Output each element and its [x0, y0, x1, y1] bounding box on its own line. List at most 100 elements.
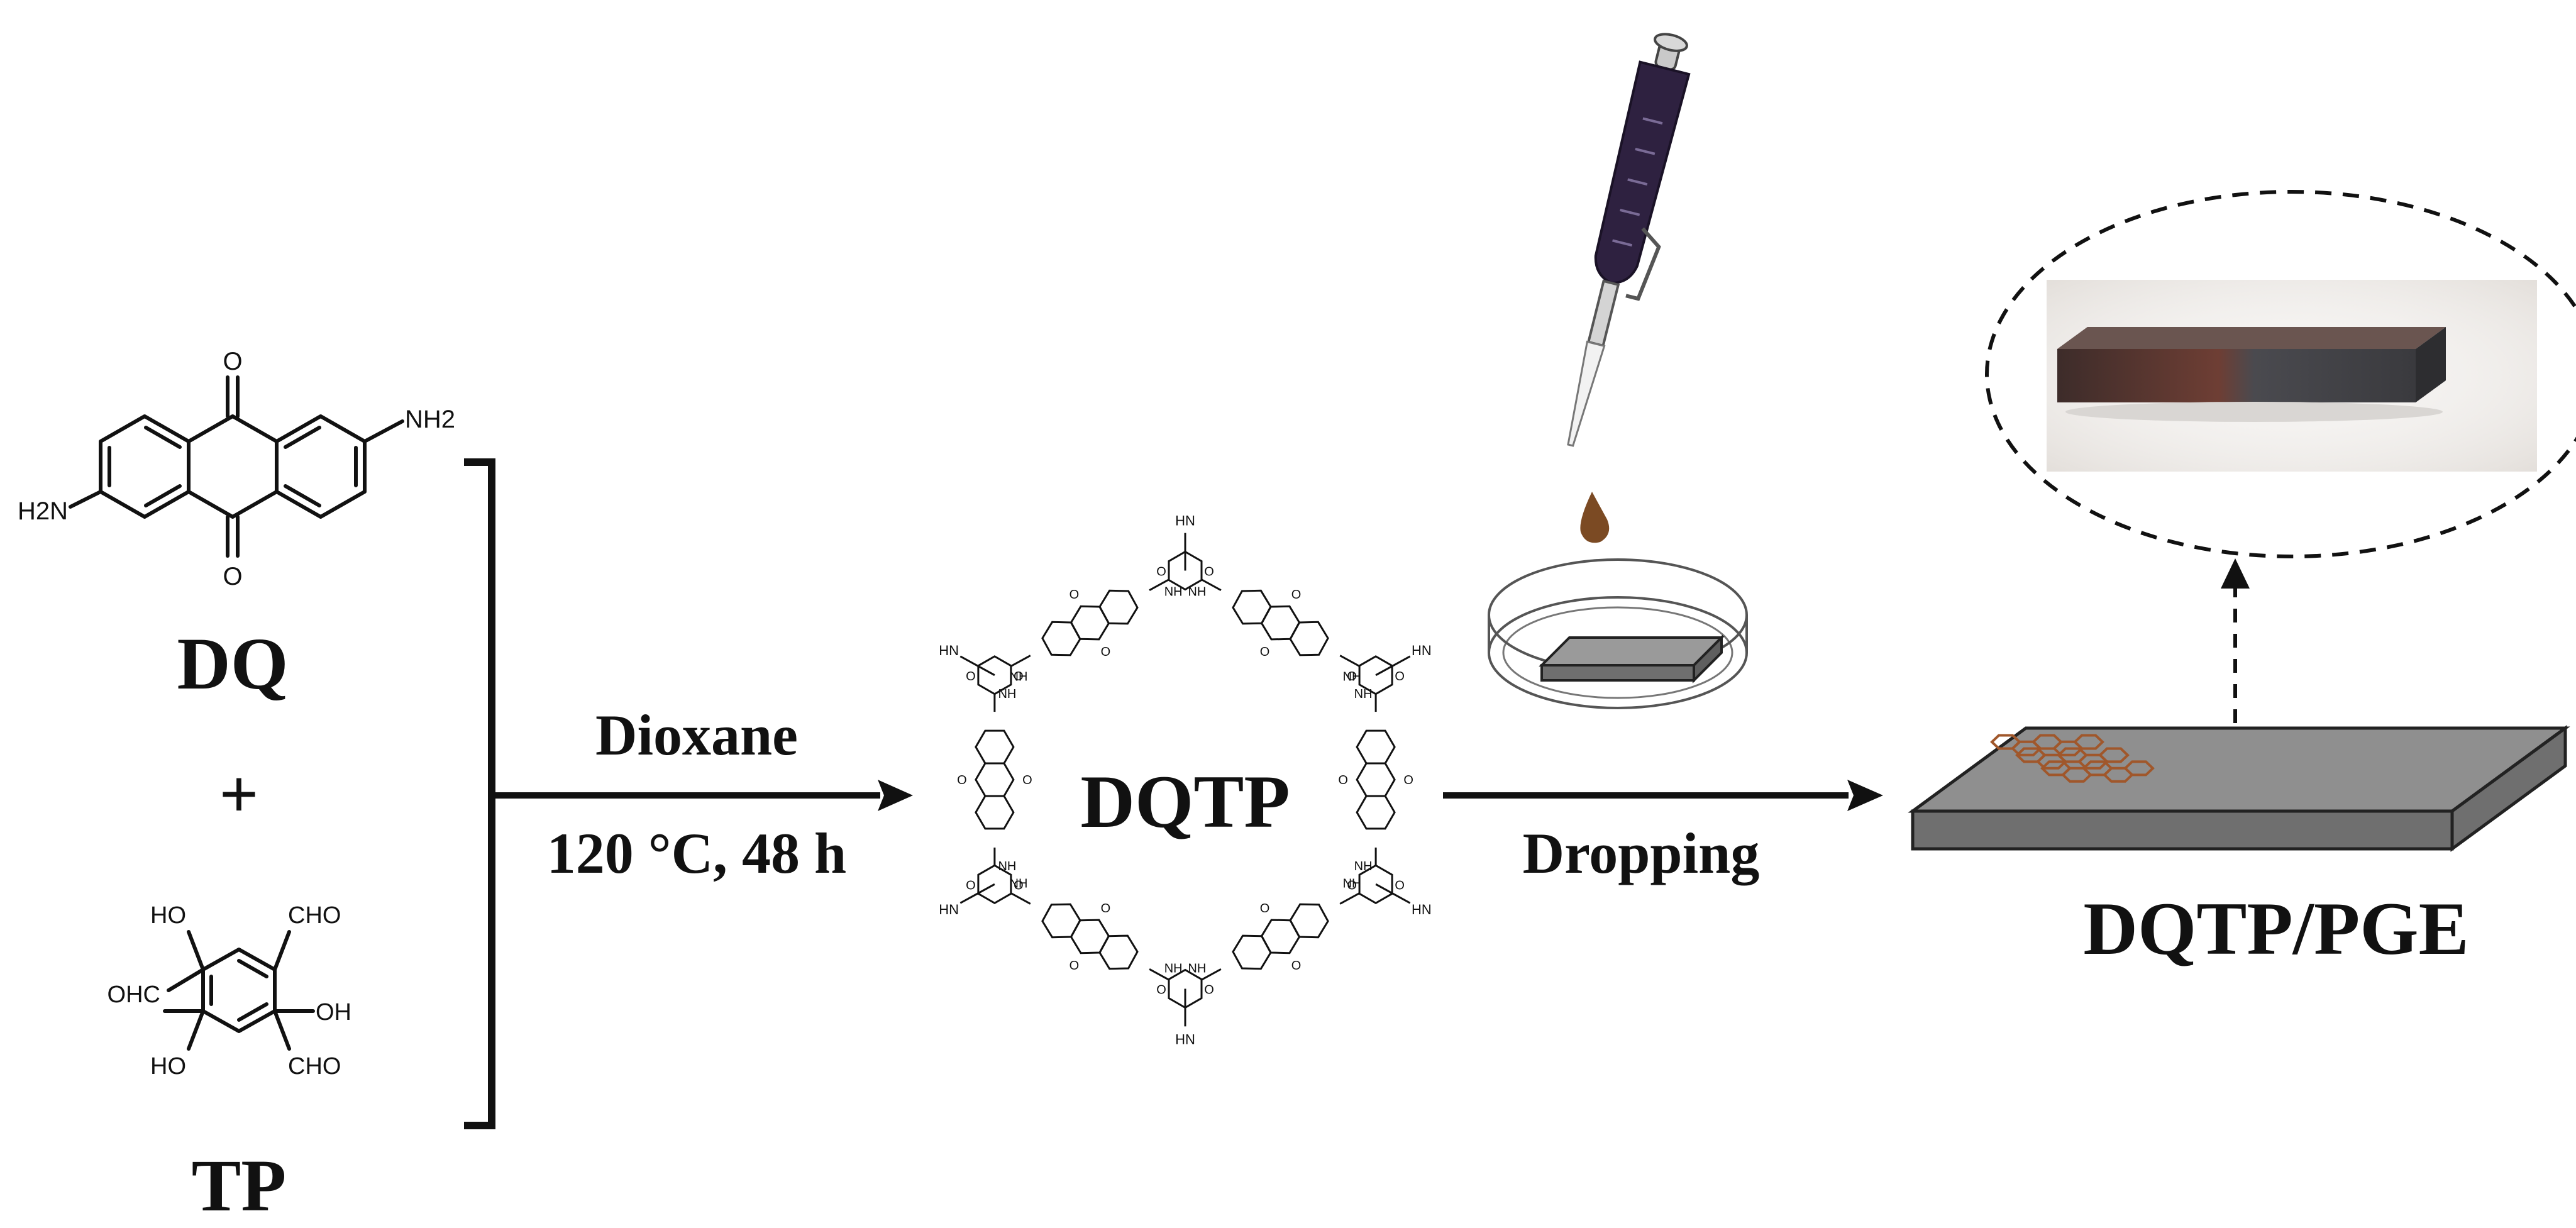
carbonyl-label: O — [1014, 878, 1024, 892]
carbonyl-label: O — [1156, 565, 1166, 579]
carbonyl-label: O — [1260, 645, 1270, 659]
dq-amine-right: NH2 — [405, 406, 455, 433]
carbonyl-label: O — [1101, 902, 1111, 915]
linker-label: NH — [1164, 961, 1183, 975]
terminal-label: HN — [939, 902, 959, 917]
reaction-arrow-2-head — [1847, 780, 1883, 811]
terminal-bond — [1375, 883, 1411, 904]
linker-label: NH — [1164, 585, 1183, 599]
honeycomb-cell — [2073, 734, 2104, 750]
linker-bond — [1201, 968, 1222, 981]
ring — [1098, 589, 1139, 625]
tp-group-bottom-left: HO — [150, 1053, 186, 1080]
carbonyl-label: O — [1347, 670, 1357, 683]
reactant-bracket — [464, 458, 495, 1129]
terminal-label: HN — [1412, 643, 1432, 658]
droplet-icon — [1580, 492, 1610, 543]
honeycomb-cell — [2123, 760, 2155, 777]
carbonyl-label: O — [1014, 670, 1024, 683]
conditions-label: 120 °C, 48 h — [547, 821, 846, 885]
carbonyl-label: O — [1347, 878, 1357, 892]
tp-group-top-left: HO — [150, 902, 186, 929]
honeycomb-film — [1990, 734, 2155, 783]
dq-oxygen-top: O — [223, 348, 242, 375]
zoom-circle — [1985, 190, 2576, 558]
carbonyl-label: O — [1338, 773, 1348, 787]
tp-group-right: OH — [316, 999, 351, 1026]
modified-electrode — [1908, 725, 2570, 852]
plus-sign: + — [219, 756, 259, 832]
electrode-in-dish — [1539, 634, 1725, 683]
ring — [975, 729, 1015, 765]
ring — [1356, 795, 1396, 830]
ring — [975, 795, 1015, 830]
carbonyl-label: O — [1156, 983, 1166, 997]
terminal-label: HN — [1412, 902, 1432, 917]
terminal-label: HN — [1175, 1031, 1195, 1047]
terminal-bond — [959, 655, 995, 677]
honeycomb-cell — [2098, 747, 2130, 763]
linker-bond — [1010, 892, 1031, 905]
linker-label: NH — [998, 687, 1016, 701]
linker-label: NH — [1354, 687, 1373, 701]
dq-amine-left: H2N — [18, 497, 68, 525]
carbonyl-label: O — [1395, 878, 1405, 892]
linker-label: NH — [1188, 961, 1206, 975]
carbonyl-label: O — [1204, 565, 1214, 579]
dq-oxygen-bottom: O — [223, 563, 242, 590]
carbonyl-label: O — [1395, 670, 1405, 683]
linker-label: NH — [1010, 877, 1028, 890]
linker-bond — [1339, 655, 1360, 667]
tp-label: TP — [192, 1144, 287, 1227]
terminal-bond — [959, 883, 995, 904]
zoom-arrow-head — [2221, 558, 2250, 589]
linker-label: NH — [998, 860, 1016, 873]
carbonyl-label: O — [1101, 645, 1111, 659]
ring — [1168, 550, 1203, 591]
linker-bond — [1339, 892, 1360, 905]
dq-label: DQ — [177, 622, 289, 705]
carbonyl-label: O — [1204, 983, 1214, 997]
carbonyl-label: O — [957, 773, 967, 787]
linker-label: NH — [1188, 585, 1206, 599]
ring — [1232, 934, 1272, 970]
product-label: DQTP/PGE — [2083, 887, 2468, 970]
carbonyl-label: O — [1291, 959, 1302, 973]
ring — [1358, 864, 1393, 905]
carbonyl-label: O — [966, 878, 976, 892]
linker-bond — [1010, 655, 1031, 667]
ring — [1289, 621, 1329, 656]
linker-label: NH — [1343, 877, 1361, 890]
terminal-label: HN — [1175, 513, 1195, 529]
carbonyl-label: O — [1260, 902, 1270, 915]
linker-bond — [1201, 578, 1222, 592]
ring — [1356, 729, 1396, 765]
ring — [1356, 762, 1396, 797]
ring — [1041, 903, 1081, 939]
linker-label: NH — [1354, 860, 1373, 873]
dq-structure: O O NH2 H2N — [18, 348, 455, 590]
tp-structure: HO CHO OHC OH HO CHO — [108, 902, 351, 1080]
electrode-photo — [2047, 280, 2537, 472]
carbonyl-label: O — [966, 670, 976, 683]
tp-group-bottom-right: CHO — [288, 1053, 341, 1080]
linker-label: NH — [1010, 670, 1028, 684]
terminal-bond — [1375, 655, 1411, 677]
carbonyl-label: O — [1070, 588, 1080, 602]
linker-label: NH — [1343, 670, 1361, 684]
terminal-label: HN — [939, 643, 959, 658]
carbonyl-label: O — [1403, 773, 1413, 787]
pipette-icon — [1567, 33, 1691, 447]
dropping-label: Dropping — [1523, 821, 1760, 885]
ring — [977, 864, 1012, 905]
solvent-label: Dioxane — [595, 703, 798, 767]
carbonyl-label: O — [1022, 773, 1032, 787]
carbonyl-label: O — [1291, 588, 1302, 602]
carbonyl-label: O — [1070, 959, 1080, 973]
reaction-arrow-1-head — [878, 780, 913, 811]
petri-dish-icon — [1488, 558, 1748, 709]
tp-group-top-right: CHO — [288, 902, 341, 929]
linker-bond — [1149, 968, 1169, 981]
